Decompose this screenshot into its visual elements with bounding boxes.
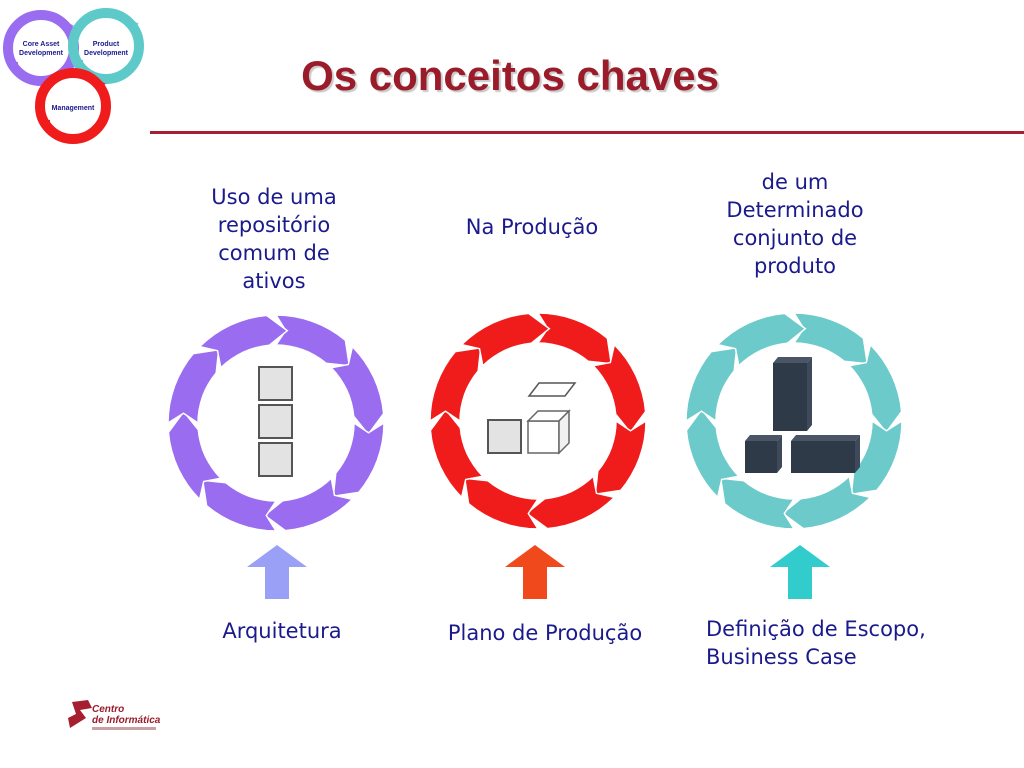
up-arrow-icon bbox=[247, 545, 307, 599]
cycle-ring bbox=[167, 314, 385, 532]
column-1-top-line: ativos bbox=[242, 269, 306, 293]
cube-build-icon bbox=[487, 382, 577, 455]
cycle-arrow-segment bbox=[525, 474, 616, 530]
cycle-arrow-segment bbox=[594, 419, 647, 496]
cycle-arrow-segment bbox=[167, 348, 220, 425]
column-1-top-line: Uso de uma bbox=[211, 185, 337, 209]
column-1-top-line: comum de bbox=[218, 241, 330, 265]
cycle-arrow-segment bbox=[429, 408, 485, 499]
dark-blocks-icon bbox=[745, 357, 860, 473]
column-3-top-line: produto bbox=[753, 254, 837, 278]
mini-label-product-line1: Product bbox=[93, 41, 120, 48]
mini-label-management: Management bbox=[52, 105, 95, 112]
cycle-arrow-segment bbox=[716, 312, 807, 368]
logo-line1: Centro bbox=[92, 704, 125, 715]
cycle-arrow-segment bbox=[792, 312, 869, 365]
cycle-architecture bbox=[167, 314, 385, 532]
cycle-ring bbox=[685, 312, 903, 530]
column-3-bottom-line: Definição de Escopo, bbox=[706, 617, 926, 641]
column-2-bottom-line: Plano de Produção bbox=[447, 621, 643, 645]
title-divider bbox=[150, 131, 1024, 134]
centro-informatica-logo: Centro de Informática bbox=[66, 696, 166, 736]
column-3-top-label: de um Determinado conjunto de produto bbox=[680, 168, 910, 280]
column-1-top-label: Uso de uma repositório comum de ativos bbox=[174, 183, 374, 295]
cycle-arrow-segment bbox=[719, 477, 796, 530]
cycle-arrow-segment bbox=[263, 476, 354, 532]
cycle-arrow-segment bbox=[429, 346, 482, 423]
column-3-bottom-label: Definição de Escopo, Business Case bbox=[706, 615, 1006, 671]
cycle-arrow-segment bbox=[198, 314, 289, 370]
column-3-bottom-line: Business Case bbox=[706, 645, 857, 669]
cycle-arrow-segment bbox=[332, 421, 385, 498]
cycle-arrow-segment bbox=[167, 410, 223, 501]
mini-label-core-line1: Core Asset bbox=[23, 41, 60, 48]
cycle-arrow-segment bbox=[463, 477, 540, 530]
mini-cycle-management: Management bbox=[35, 68, 111, 144]
cycle-arrow-segment bbox=[781, 474, 872, 530]
cycle-production bbox=[429, 312, 647, 530]
mini-cycle-product: Product Development bbox=[68, 8, 144, 84]
column-2-top-label: Na Produção bbox=[412, 213, 652, 241]
column-2-top-line: Na Produção bbox=[465, 215, 599, 239]
column-3-top-line: conjunto de bbox=[732, 226, 858, 250]
cycle-scope bbox=[685, 312, 903, 530]
column-1-bottom-label: Arquitetura bbox=[182, 617, 382, 645]
column-1-top-line: repositório bbox=[217, 213, 331, 237]
slide-title: Os conceitos chaves bbox=[301, 52, 719, 99]
column-3-top-line: Determinado bbox=[726, 198, 864, 222]
cycle-arrow-segment bbox=[591, 343, 647, 434]
cycle-arrow-segment bbox=[685, 346, 738, 423]
cycle-arrow-segment bbox=[685, 408, 741, 499]
column-1-bottom-line: Arquitetura bbox=[222, 619, 342, 643]
mini-label-product-line2: Development bbox=[84, 50, 129, 57]
column-2-bottom-label: Plano de Produção bbox=[415, 619, 675, 647]
cycle-arrow-segment bbox=[460, 312, 551, 368]
logo-underline bbox=[92, 727, 156, 730]
mini-cycle-diagram: Core Asset Development Product Developme… bbox=[3, 8, 144, 144]
up-arrow-icon bbox=[505, 545, 565, 599]
logo-mark-icon bbox=[68, 700, 92, 728]
column-3-top-line: de um bbox=[761, 170, 829, 194]
cycle-ring bbox=[429, 312, 647, 530]
logo-line2: de Informática bbox=[92, 715, 161, 726]
mini-label-core-line2: Development bbox=[19, 50, 64, 57]
up-arrow-icon bbox=[770, 545, 830, 599]
cycle-arrow-segment bbox=[536, 312, 613, 365]
cycle-arrow-segment bbox=[201, 479, 278, 532]
cycle-arrow-segment bbox=[847, 343, 903, 434]
stacked-squares-icon bbox=[258, 366, 293, 477]
cycle-arrow-segment bbox=[329, 345, 385, 436]
cycle-arrow-segment bbox=[274, 314, 351, 367]
